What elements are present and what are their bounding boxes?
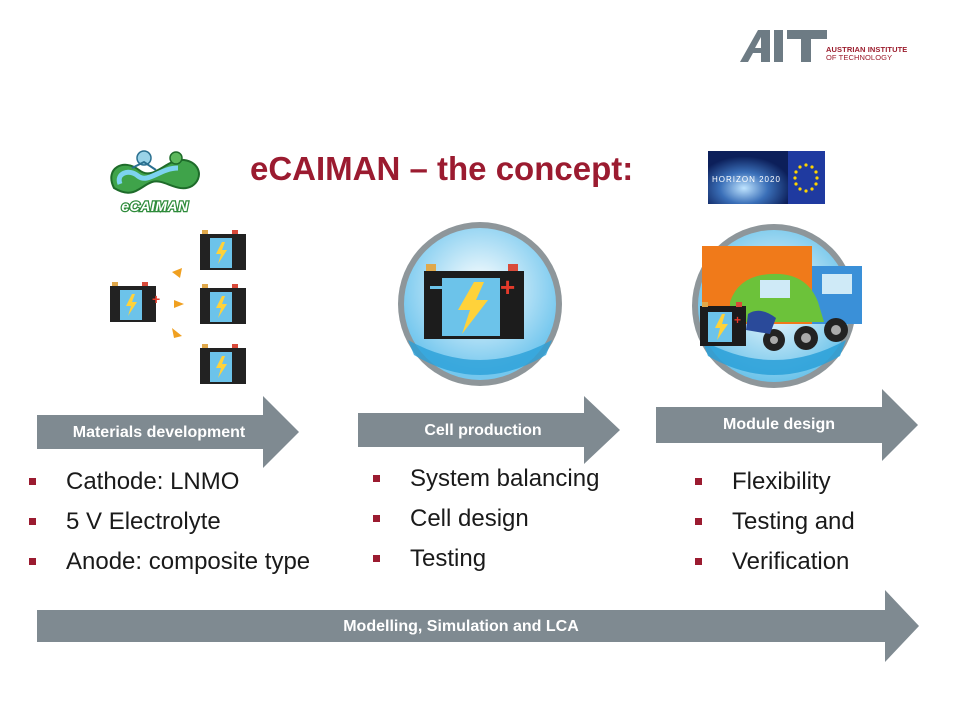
bullet-square-icon [695, 478, 702, 485]
list-item: Verification [694, 546, 855, 586]
horizon-2020-logo: HORIZON 2020 [708, 151, 825, 204]
bullet-square-icon [29, 518, 36, 525]
variant-battery-icon [200, 230, 246, 270]
slide-title: eCAIMAN – the concept: [250, 150, 634, 187]
ait-logo-mark [740, 30, 827, 62]
list-item: Flexibility [694, 466, 855, 506]
cell-production-label: Cell production [424, 422, 542, 439]
modelling-arrow-label: Modelling, Simulation and LCA [343, 618, 579, 635]
arrow-down-icon [172, 328, 182, 338]
list-item: Testing and [694, 506, 855, 546]
module-design-arrow [656, 389, 918, 461]
arrow-right-icon [174, 300, 184, 308]
materials-development-arrow [37, 396, 299, 468]
list-item: System balancing [372, 463, 599, 503]
source-battery-icon [110, 282, 156, 322]
bullet-square-icon [29, 558, 36, 565]
svg-text:+: + [734, 313, 741, 327]
module-design-label: Module design [723, 416, 835, 433]
scooter-icon [746, 310, 776, 334]
variant-battery-icon [200, 284, 246, 324]
ecaiman-logo: eCAIMAN [104, 148, 206, 216]
bullet-square-icon [29, 478, 36, 485]
ait-logo: AUSTRIAN INSTITUTE OF TECHNOLOGY [740, 28, 910, 68]
arrow-up-icon [172, 268, 182, 278]
cell-bullet-list: System balancing Cell design Testing [372, 463, 599, 583]
cell-production-arrow [358, 396, 620, 464]
bullet-square-icon [695, 558, 702, 565]
horizon-logo-text: HORIZON 2020 [712, 175, 781, 184]
list-item: 5 V Electrolyte [28, 506, 310, 546]
bullet-square-icon [373, 515, 380, 522]
materials-bullet-list: Cathode: LNMO 5 V Electrolyte Anode: com… [28, 466, 310, 586]
modelling-arrow [37, 590, 919, 662]
bullet-square-icon [695, 518, 702, 525]
variant-battery-icon [200, 344, 246, 384]
module-design-icon: + [692, 224, 862, 388]
bullet-square-icon [373, 555, 380, 562]
cell-production-icon: + [398, 222, 562, 386]
svg-text:+: + [500, 272, 515, 302]
list-item: Cathode: LNMO [28, 466, 310, 506]
list-item: Cell design [372, 503, 599, 543]
materials-illustration: + [110, 230, 246, 384]
svg-text:+: + [152, 291, 160, 307]
list-item: Anode: composite type [28, 546, 310, 586]
ait-logo-text: AUSTRIAN INSTITUTE OF TECHNOLOGY [826, 45, 908, 62]
module-bullet-list: Flexibility Testing and Verification [694, 466, 855, 586]
materials-development-label: Materials development [72, 424, 246, 441]
list-item: Testing [372, 543, 599, 583]
ecaiman-logo-text: eCAIMAN [120, 197, 189, 216]
bullet-square-icon [373, 475, 380, 482]
